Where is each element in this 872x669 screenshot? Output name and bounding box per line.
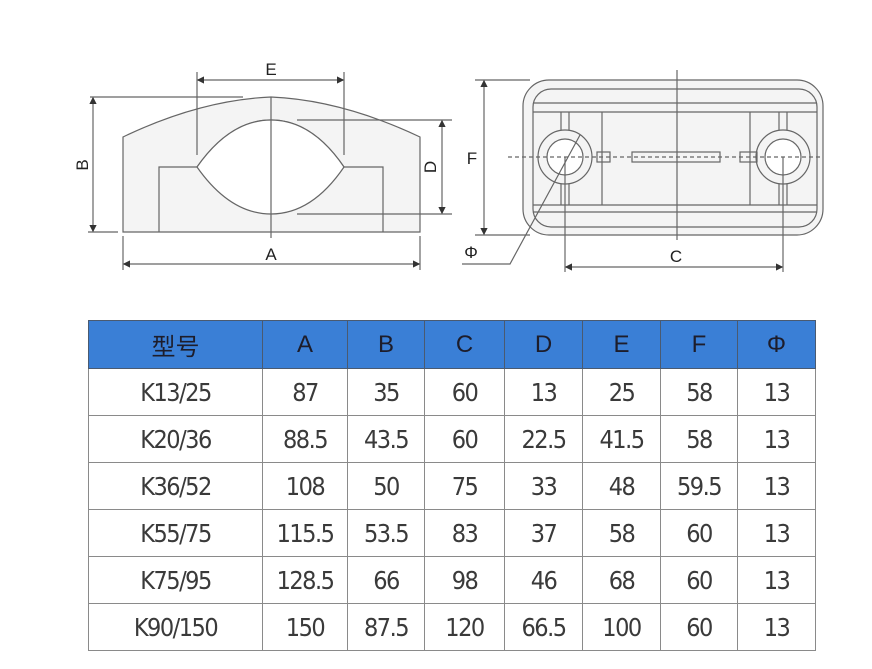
model-cell: K55/75 [88,509,263,557]
column-header: B [347,320,425,369]
value-cell: 13 [737,415,816,463]
value-cell: 98 [424,556,505,604]
value-cell: 35 [347,368,425,416]
value-cell: 115.5 [262,509,348,557]
value-cell: 53.5 [347,509,425,557]
value-cell: 13 [737,509,816,557]
value-cell: 13 [737,603,816,651]
value-cell: 48 [582,462,661,510]
model-cell: K75/95 [88,556,263,604]
dim-label-b: B [73,159,92,170]
value-cell: 108 [262,462,348,510]
dim-label-f: F [467,149,477,168]
model-cell: K13/25 [88,368,263,416]
dim-label-c: C [670,247,682,266]
dim-label-d: D [421,161,440,173]
value-cell: 58 [582,509,661,557]
value-cell: 37 [504,509,583,557]
column-header: Φ [737,320,816,369]
value-cell: 150 [262,603,348,651]
value-cell: 25 [582,368,661,416]
value-cell: 66 [347,556,425,604]
value-cell: 68 [582,556,661,604]
value-cell: 13 [737,556,816,604]
model-cell: K90/150 [88,603,263,651]
value-cell: 60 [660,556,738,604]
value-cell: 13 [737,368,816,416]
model-cell: K20/36 [88,415,263,463]
front-view [88,72,452,270]
value-cell: 60 [424,368,505,416]
value-cell: 60 [660,509,738,557]
value-cell: 41.5 [582,415,661,463]
column-header: E [582,320,661,369]
dim-label-phi: Φ [464,243,478,262]
dim-label-e: E [265,60,276,79]
value-cell: 59.5 [660,462,738,510]
value-cell: 50 [347,462,425,510]
column-header: 型号 [88,320,263,369]
value-cell: 100 [582,603,661,651]
value-cell: 128.5 [262,556,348,604]
value-cell: 58 [660,368,738,416]
top-view [462,70,824,272]
value-cell: 13 [737,462,816,510]
value-cell: 66.5 [504,603,583,651]
value-cell: 60 [424,415,505,463]
model-cell: K36/52 [88,462,263,510]
value-cell: 46 [504,556,583,604]
value-cell: 75 [424,462,505,510]
value-cell: 88.5 [262,415,348,463]
value-cell: 13 [504,368,583,416]
value-cell: 83 [424,509,505,557]
value-cell: 87.5 [347,603,425,651]
value-cell: 22.5 [504,415,583,463]
value-cell: 58 [660,415,738,463]
column-header: A [262,320,348,369]
technical-drawing: E A B D F C Φ [73,60,824,272]
value-cell: 43.5 [347,415,425,463]
column-header: D [504,320,583,369]
value-cell: 33 [504,462,583,510]
dim-label-a: A [265,245,277,264]
column-header: F [660,320,738,369]
column-header: C [424,320,505,369]
value-cell: 60 [660,603,738,651]
value-cell: 120 [424,603,505,651]
value-cell: 87 [262,368,348,416]
